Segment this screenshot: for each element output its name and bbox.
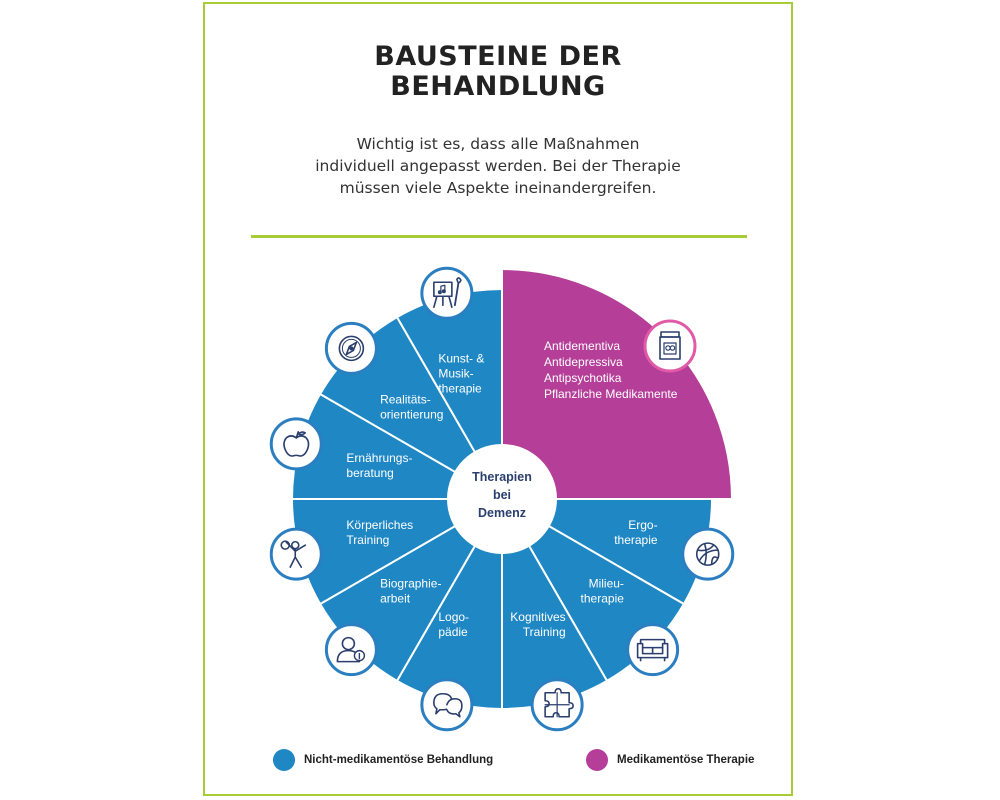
- center-circle: [447, 444, 557, 554]
- segment-label-kunst-musiktherapie: Kunst- &: [438, 351, 484, 365]
- segment-label-ergotherapie: therapie: [614, 533, 658, 547]
- frame-border: [203, 2, 793, 796]
- segment-label-koerperliches-training: Training: [346, 533, 389, 547]
- title-line-2: BEHANDLUNG: [390, 71, 606, 102]
- segment-label-kognitives-training: Training: [523, 625, 566, 639]
- medical-drug-label: Antidementiva: [544, 339, 620, 353]
- legend-item-non-medical: Nicht-medikamentöse Behandlung: [273, 749, 493, 771]
- person-info-icon: [324, 623, 378, 677]
- medical-drug-label: Antidepressiva: [544, 355, 623, 369]
- center-label-line-3: Demenz: [478, 506, 526, 520]
- segment-label-koerperliches-training: Körperliches: [346, 518, 413, 532]
- segment-label-logopaedie: pädie: [438, 625, 468, 639]
- segment-label-milieutherapie: Milieu-: [589, 576, 624, 590]
- legend-dot-medical: [586, 749, 608, 771]
- exercise-person-icon: [269, 527, 323, 581]
- center-label-line-2: bei: [493, 488, 511, 502]
- segment-label-biographiearbeit: arbeit: [380, 591, 411, 605]
- intro-line-2: individuell angepasst werden. Bei der Th…: [315, 157, 681, 175]
- medical-drug-label: Antipsychotika: [544, 371, 622, 385]
- legend-label-medical: Medikamentöse Therapie: [617, 754, 755, 766]
- segment-label-milieutherapie: therapie: [581, 591, 625, 605]
- center-label-line-1: Therapien: [472, 470, 532, 484]
- legend-item-medical: Medikamentöse Therapie: [586, 749, 754, 771]
- segment-label-ernaehrungsberatung: Ernährungs-: [346, 451, 412, 465]
- intro-text: Wichtig ist es, dass alle Maßnahmen indi…: [203, 133, 793, 199]
- segment-label-kunst-musiktherapie: Musik-: [438, 366, 473, 380]
- easel-icon: [420, 266, 474, 320]
- medical-drug-label: Pflanzliche Medikamente: [544, 387, 678, 401]
- segment-label-realitaetsorientierung: Realitäts-: [380, 393, 431, 407]
- segment-label-kognitives-training: Kognitives: [510, 610, 565, 624]
- segment-label-ergotherapie: Ergo-: [628, 518, 657, 532]
- medicine-jar-icon: [643, 319, 697, 373]
- title-line-1: BAUSTEINE DER: [374, 41, 622, 72]
- sofa-icon: [626, 623, 680, 677]
- legend-dot-non-medical: [273, 749, 295, 771]
- segment-label-logopaedie: Logo-: [438, 610, 469, 624]
- speech-bubbles-icon: [420, 678, 474, 732]
- segment-label-kunst-musiktherapie: therapie: [438, 381, 482, 395]
- intro-line-1: Wichtig ist es, dass alle Maßnahmen: [356, 135, 640, 153]
- intro-line-3: müssen viele Aspekte ineinandergreifen.: [339, 179, 657, 197]
- page-title: BAUSTEINE DER BEHANDLUNG: [203, 42, 793, 102]
- segment-label-biographiearbeit: Biographie-: [380, 576, 441, 590]
- divider-rule: [251, 235, 747, 238]
- segment-label-ernaehrungsberatung: beratung: [346, 466, 393, 480]
- apple-icon: [269, 417, 323, 471]
- legend-label-non-medical: Nicht-medikamentöse Behandlung: [304, 754, 494, 766]
- puzzle-icon: [530, 678, 584, 732]
- segment-label-realitaetsorientierung: orientierung: [380, 408, 443, 422]
- yarn-ball-icon: [681, 527, 735, 581]
- compass-icon: [324, 321, 378, 375]
